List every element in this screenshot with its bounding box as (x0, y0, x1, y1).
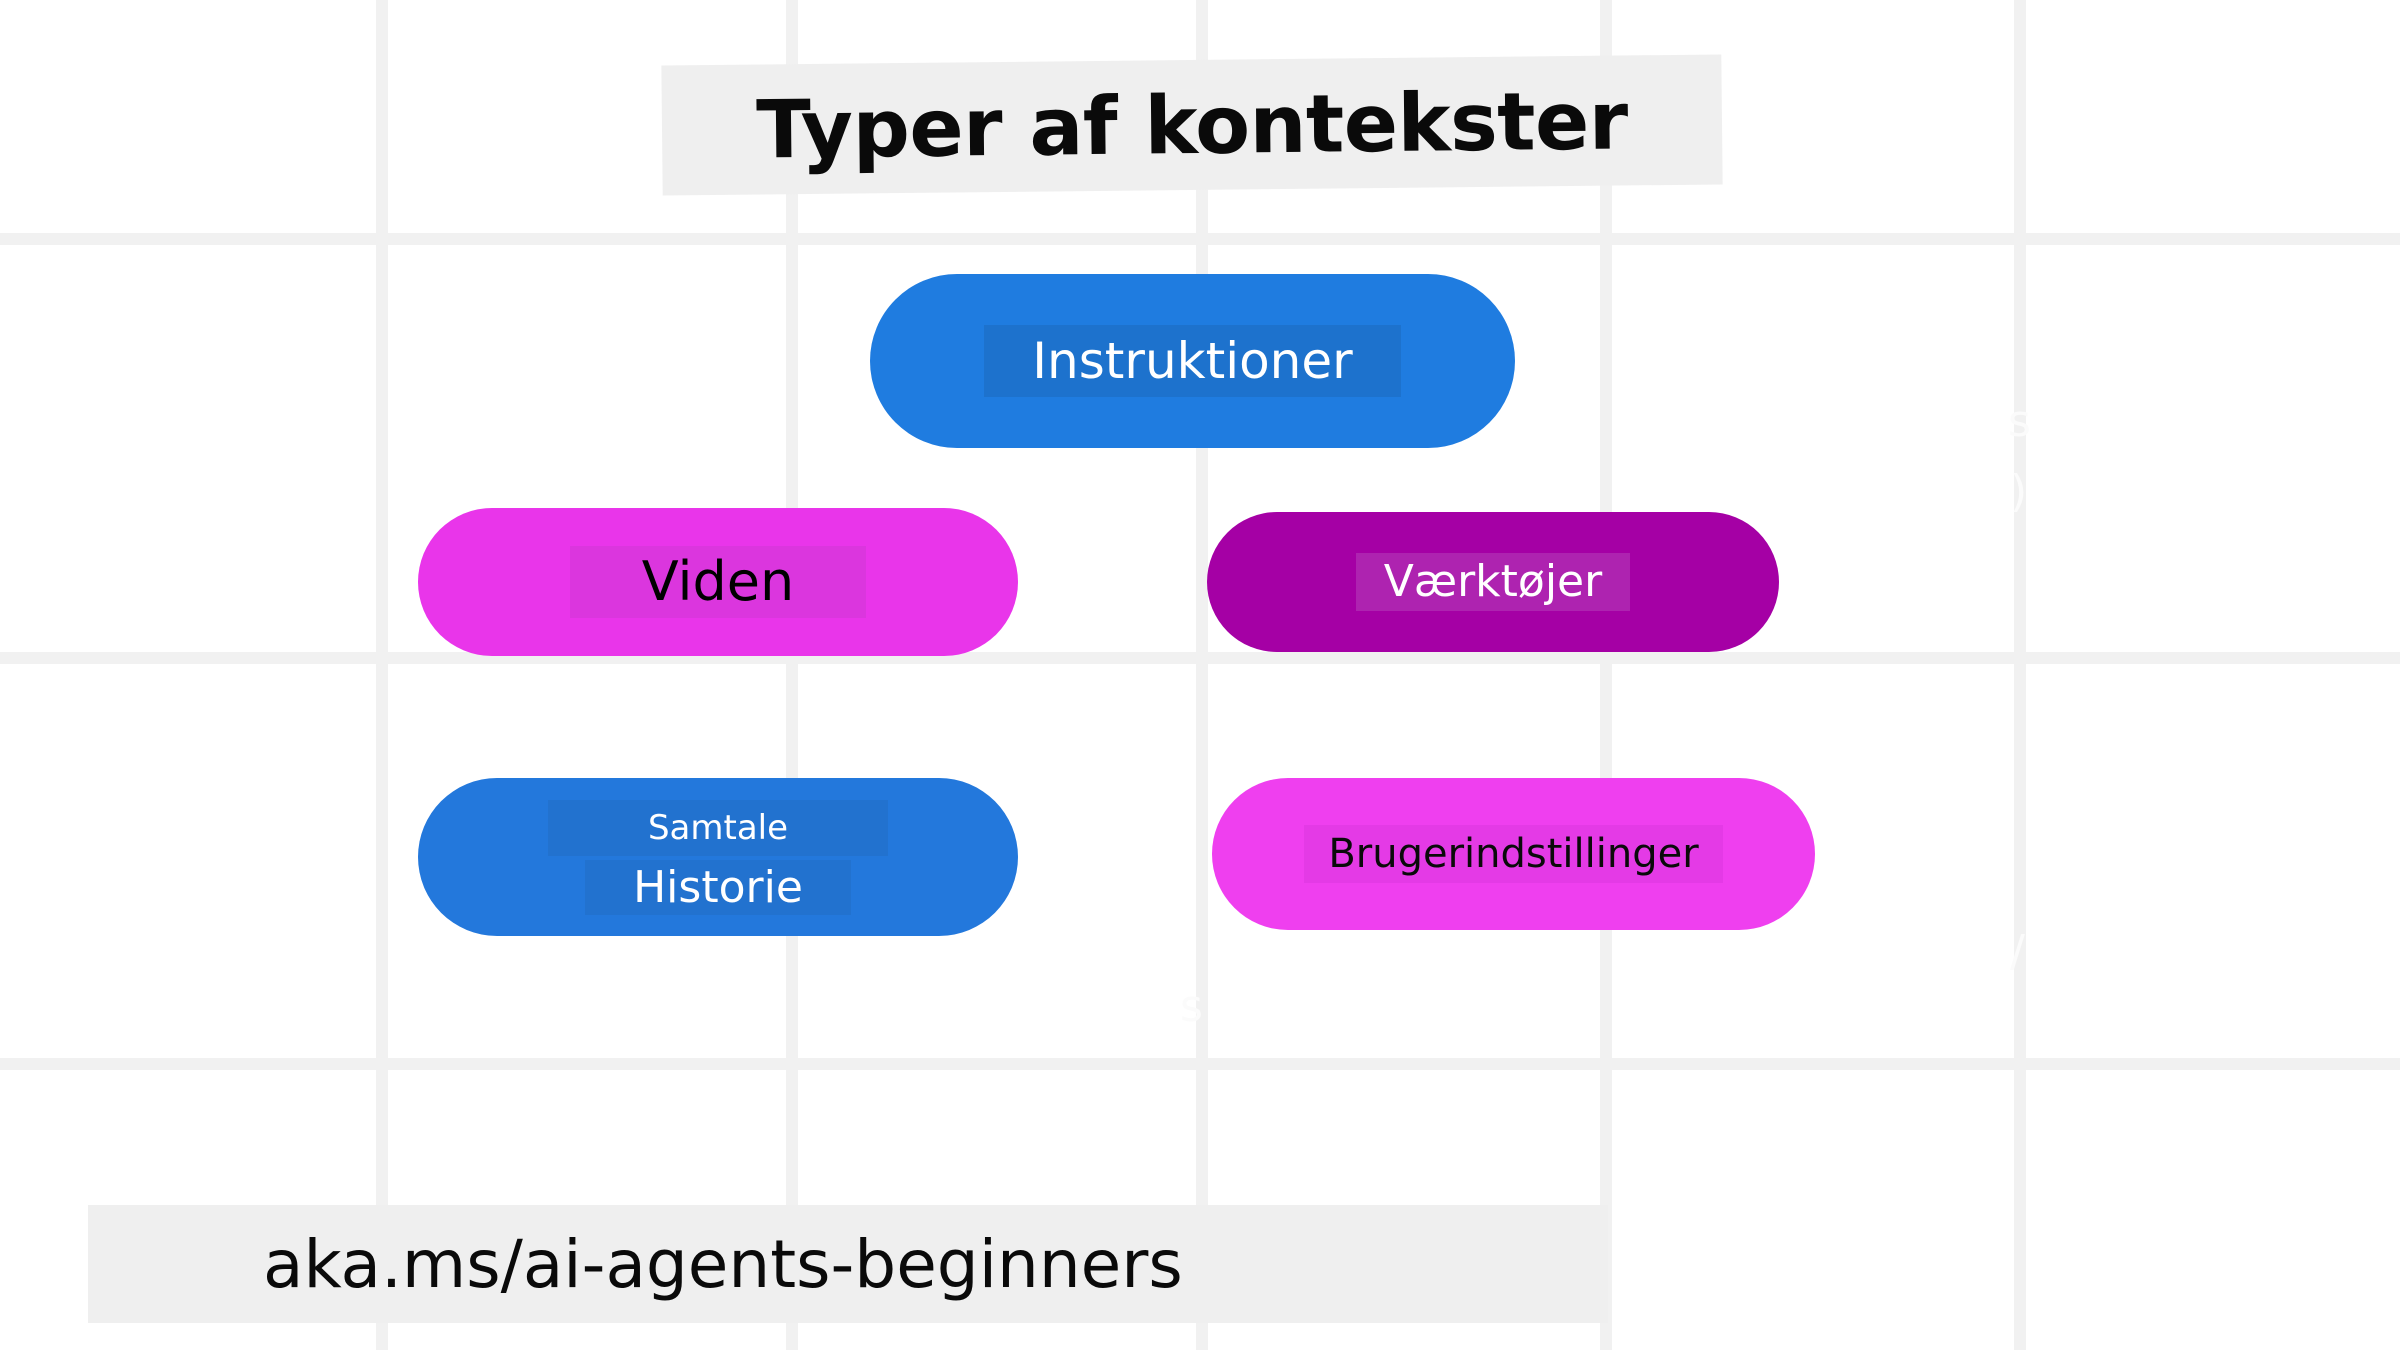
grid-line-vertical (786, 0, 798, 1350)
node-vaerktojer-label: Værktøjer (1355, 552, 1631, 612)
grid-line-vertical (376, 0, 388, 1350)
ghost-artifact: s (2008, 396, 2031, 447)
node-viden[interactable]: Viden (418, 508, 1018, 656)
grid-line-horizontal (0, 233, 2400, 245)
grid-line-vertical (1196, 0, 1208, 1350)
page-title: Typer af kontekster (755, 73, 1629, 177)
node-samtale-historie-label-line2: Historie (585, 859, 851, 915)
ghost-artifact: s (1180, 981, 1203, 1032)
grid-line-horizontal (0, 1058, 2400, 1070)
node-viden-label: Viden (569, 545, 867, 619)
grid-line-horizontal (0, 652, 2400, 664)
grid-line-vertical (2014, 0, 2026, 1350)
node-brugerindstillinger[interactable]: Brugerindstillinger (1212, 778, 1815, 930)
node-instruktioner[interactable]: Instruktioner (870, 274, 1515, 448)
node-brugerindstillinger-label: Brugerindstillinger (1304, 825, 1723, 883)
node-samtale-historie[interactable]: Samtale Historie (418, 778, 1018, 936)
ghost-artifact: ) (2010, 466, 2028, 517)
footer-highlight (88, 1205, 1608, 1323)
node-instruktioner-label: Instruktioner (984, 324, 1401, 398)
node-samtale-historie-label-line1: Samtale (547, 799, 889, 856)
footer-url[interactable]: aka.ms/ai-agents-beginners (263, 1225, 1183, 1303)
ghost-artifact: / (2010, 926, 2025, 977)
grid-line-vertical (1600, 0, 1612, 1350)
node-vaerktojer[interactable]: Værktøjer (1207, 512, 1779, 652)
